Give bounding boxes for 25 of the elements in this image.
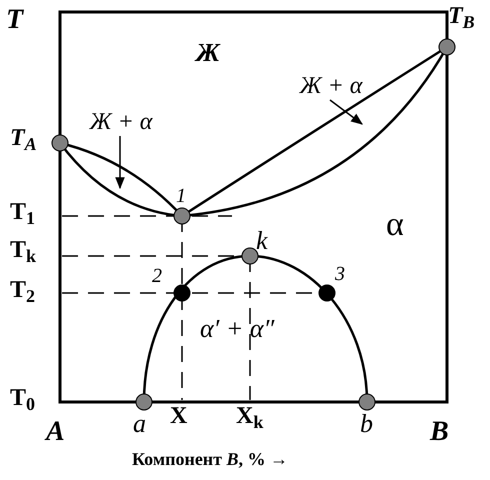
temperature-label: T$_{1}$ (10, 200, 36, 224)
temperature-label: T$_{k}$ (10, 238, 36, 262)
axis-label: T (6, 6, 24, 34)
axis-label: A (46, 418, 65, 446)
point-number: 2 (152, 266, 162, 286)
phase-label: Ж (196, 40, 220, 66)
phase-region-label: Ж + α (286, 72, 376, 100)
composition-label: a (133, 411, 146, 437)
composition-label: X$_{k}$ (236, 404, 264, 428)
phase-label: α (386, 208, 404, 242)
temperature-label: T$_{B}$ (448, 4, 475, 28)
temperature-label: T$_{2}$ (10, 278, 36, 302)
composition-label: b (360, 411, 373, 437)
axis-label: B (430, 418, 449, 446)
phase-label: α′ + α″ (200, 316, 274, 342)
temperature-label: T$_{0}$ (10, 386, 36, 410)
composition-label: X (170, 404, 188, 428)
phase-region-label: Ж + α (76, 108, 166, 136)
temperature-label: T$_{A}$ (10, 126, 37, 150)
axis-title: Компонент B, % → (132, 450, 288, 468)
point-label: k (256, 228, 268, 254)
leader-arrow (115, 136, 125, 190)
point-number: 3 (335, 264, 345, 284)
leader-arrow (330, 99, 363, 125)
point-number: 1 (176, 186, 186, 206)
